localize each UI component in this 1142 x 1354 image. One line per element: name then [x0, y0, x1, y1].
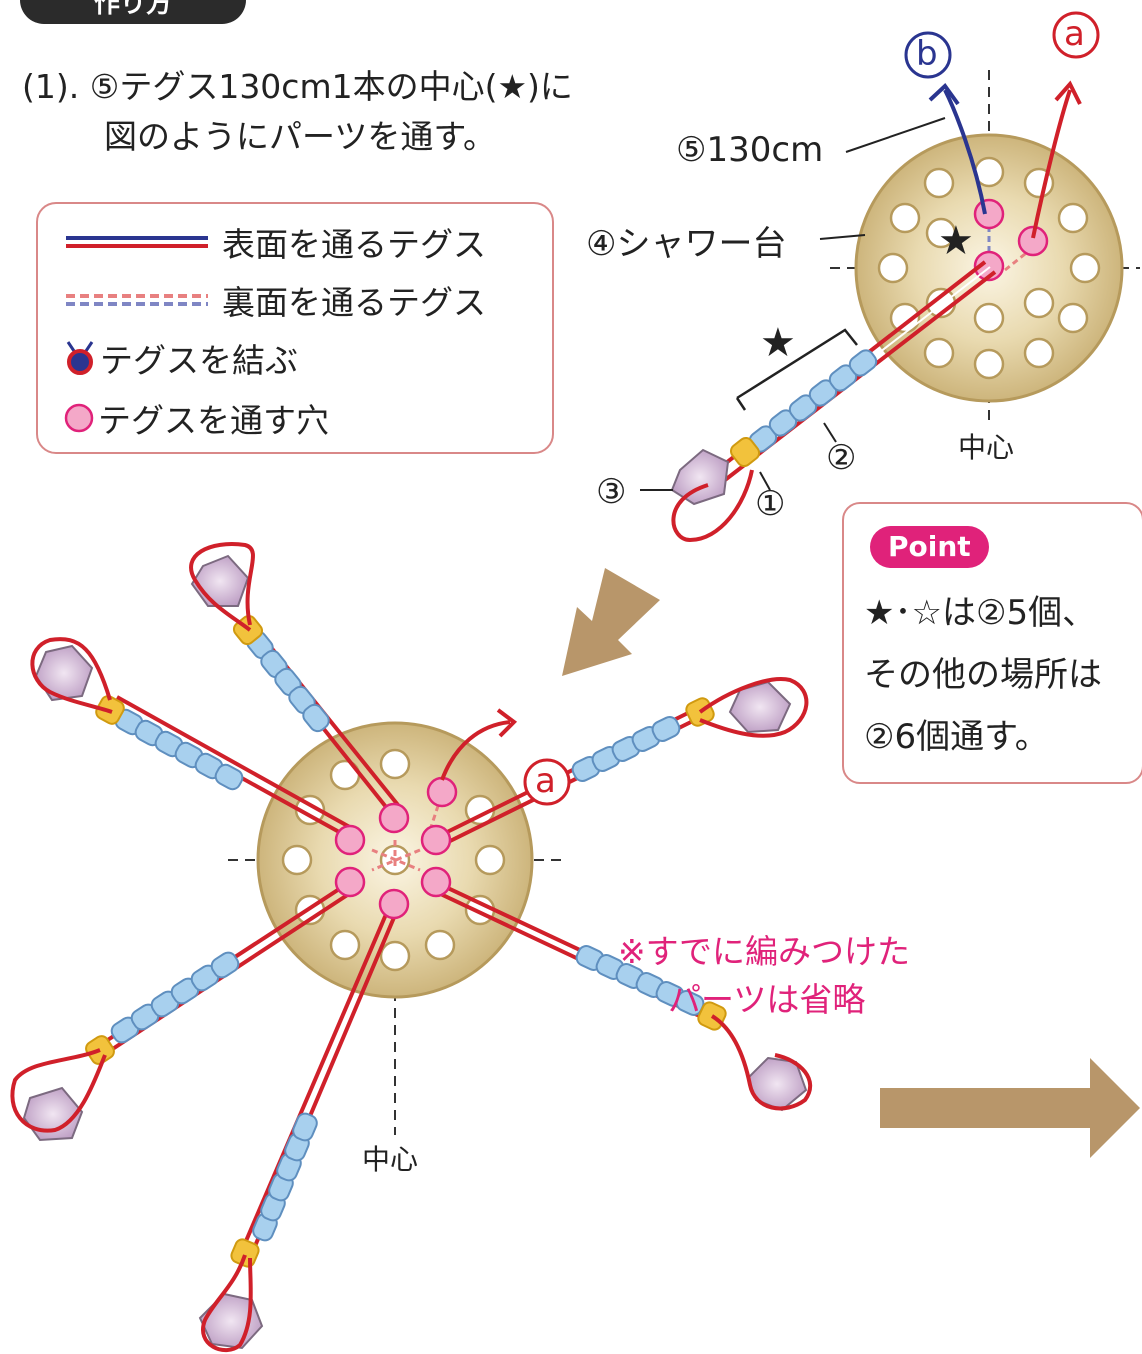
label-a-bottom: a: [535, 761, 556, 801]
bead-strands: [110, 630, 705, 1242]
legend-label: テグスを通す穴: [98, 401, 329, 440]
leader-line: [845, 117, 946, 153]
pink-hole-icon: [334, 866, 366, 898]
point-text: ★･☆は②5個、 その他の場所は ②6個通す。: [864, 582, 1102, 768]
section-title-tab: 作り方: [20, 0, 246, 24]
bottom-diagram: [10, 542, 813, 1352]
point-line: ★･☆は②5個、: [864, 593, 1097, 633]
part-3-label: ③: [596, 472, 627, 512]
part-2-label: ②: [826, 438, 857, 478]
knot-icon: [66, 341, 94, 375]
leader-line: [823, 422, 837, 443]
legend-label: 裏面を通るテグス: [222, 283, 486, 322]
legend-label: 表面を通るテグス: [222, 225, 486, 264]
leader-line: [759, 471, 771, 491]
section-title: 作り方: [93, 0, 172, 19]
pink-hole-icon: [973, 198, 1005, 230]
wire-label: ⑤130cm: [676, 130, 824, 170]
base-holes: [281, 748, 506, 972]
wire-b: [943, 89, 987, 215]
diagonal-arrow-icon: [562, 568, 660, 676]
wire-a: [440, 720, 511, 781]
pink-hole-icon: [378, 802, 410, 834]
base-label: ④シャワー台: [586, 224, 787, 264]
bead-yellow: [729, 436, 761, 468]
bracket-star: ★: [760, 320, 796, 366]
point-badge: Point: [870, 526, 989, 568]
bead-strand-top: [748, 349, 878, 453]
pink-hole-icon: [420, 866, 452, 898]
step-number: (1).: [22, 67, 80, 106]
leader-line: [819, 234, 866, 240]
solid-lines-icon: [66, 236, 208, 248]
legend-item-knot: テグスを結ぶ: [62, 334, 298, 382]
pink-hole-icon: [1017, 225, 1049, 257]
right-arrow-icon: [880, 1058, 1140, 1158]
center-label-bottom: 中心: [362, 1143, 419, 1176]
dashed-lines-icon: [66, 294, 208, 306]
base-holes: [877, 156, 1101, 380]
loop-top: [671, 469, 754, 543]
legend-box: 表面を通るテグス 裏面を通るテグス テグスを結ぶ テグスを通す穴: [36, 202, 554, 454]
pink-hole-icon: [64, 403, 94, 433]
bracket: [735, 328, 858, 411]
point-line: その他の場所は: [864, 655, 1102, 695]
label-b: b: [916, 34, 938, 74]
pink-hole-icon: [334, 824, 366, 856]
pink-holes: [334, 776, 458, 920]
part-1-label: ①: [755, 484, 786, 524]
pentagon-charm: [670, 448, 730, 506]
legend-item-back-wire: 裏面を通るテグス: [62, 276, 486, 324]
note-line: パーツは省略: [668, 980, 866, 1019]
label-b-circle: [904, 31, 952, 79]
omitted-note: ※すでに編みつけた パーツは省略: [618, 928, 910, 1024]
top-diagram: [640, 11, 1140, 543]
wire-loops: [10, 542, 813, 1352]
legend-item-hole: テグスを通す穴: [62, 394, 329, 442]
step-text-line2: 図のようにパーツを通す。: [104, 117, 497, 156]
legend-label: テグスを結ぶ: [100, 341, 298, 380]
step-text-line1: ⑤テグス130cm1本の中心(★)に: [89, 67, 573, 106]
pink-hole-icon: [426, 776, 458, 808]
label-a-circle: [523, 758, 571, 806]
center-label-top: 中心: [958, 431, 1015, 464]
point-line: ②6個通す。: [864, 717, 1049, 757]
label-a-circle: [1052, 11, 1100, 59]
label-a-top: a: [1064, 14, 1085, 54]
pink-hole-icon: [378, 888, 410, 920]
legend-item-front-wire: 表面を通るテグス: [62, 218, 486, 266]
center-star: ★: [938, 218, 974, 264]
wire-a: [1031, 89, 1072, 239]
note-line: ※すでに編みつけた: [618, 932, 910, 971]
step-instruction: (1). ⑤テグス130cm1本の中心(★)に 図のようにパーツを通す。: [22, 62, 573, 162]
point-box: Point ★･☆は②5個、 その他の場所は ②6個通す。: [842, 502, 1142, 784]
pink-hole-icon: [420, 824, 452, 856]
